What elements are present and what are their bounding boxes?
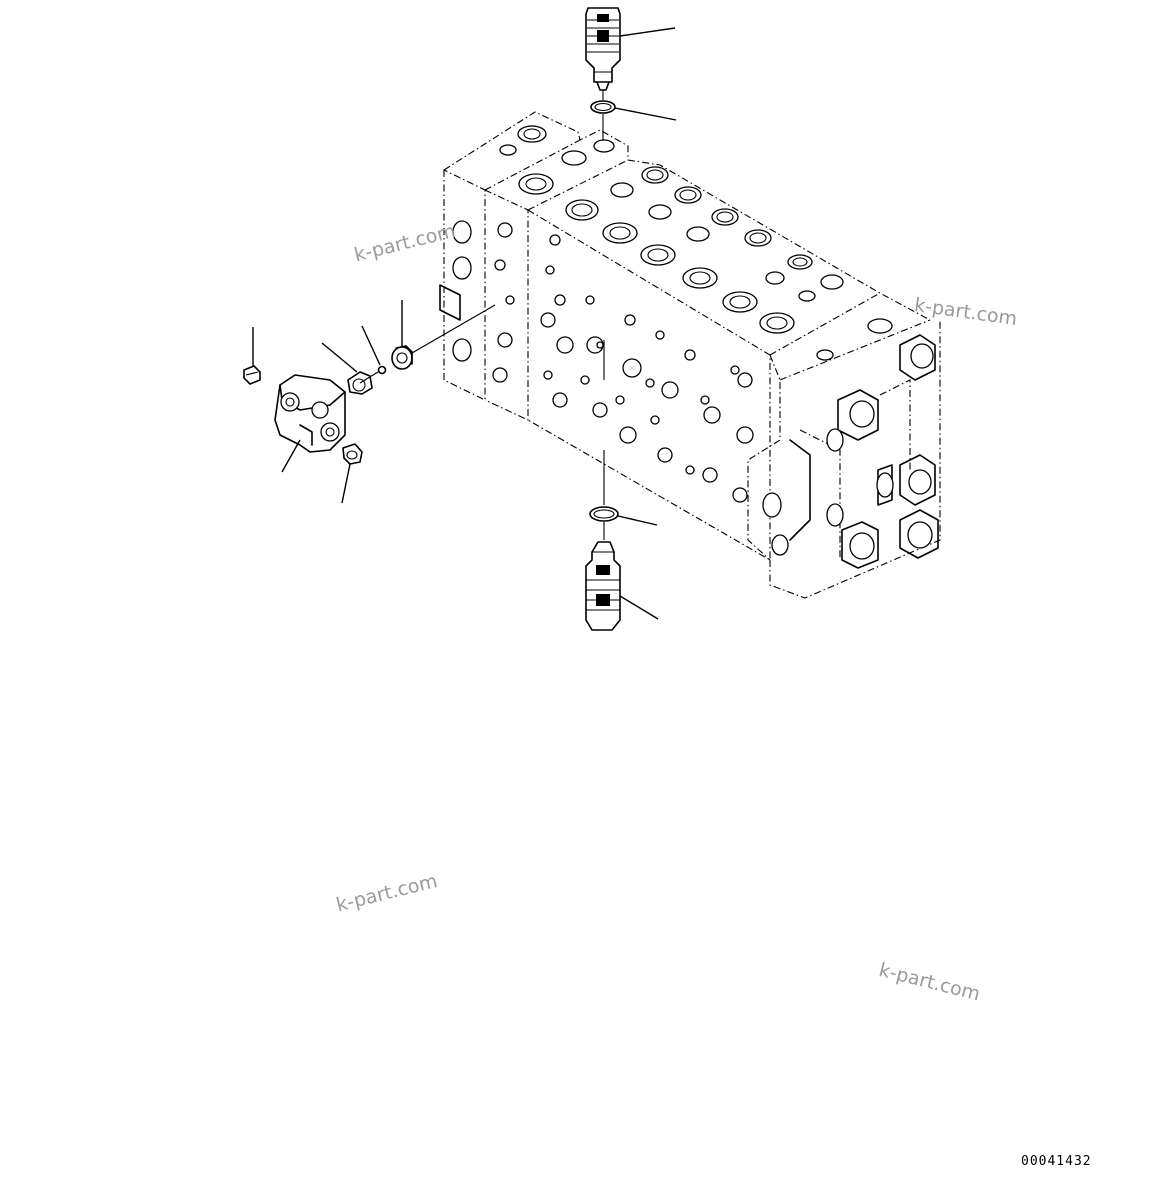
- right-end-flanges: [762, 334, 939, 569]
- bottom-relief-valve: [585, 541, 659, 631]
- front-face-holes: [492, 222, 754, 503]
- drawing-number: 00041432: [1021, 1154, 1092, 1169]
- top-relief-valve: [585, 7, 676, 91]
- valve-body: [443, 111, 941, 599]
- cover-assembly: [243, 300, 496, 504]
- top-face-ports: [499, 125, 893, 361]
- bottom-o-ring: [589, 340, 658, 540]
- top-o-ring: [590, 90, 677, 140]
- left-end-features: [439, 220, 472, 362]
